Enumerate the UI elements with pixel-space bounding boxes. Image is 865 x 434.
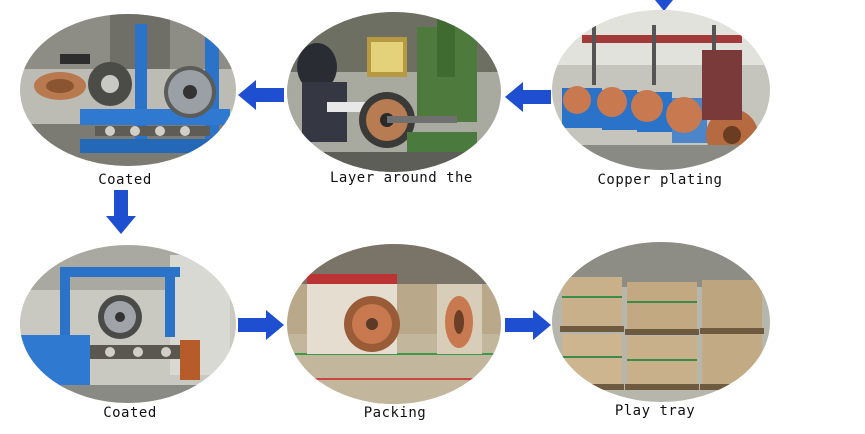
photo-packing: [287, 244, 501, 404]
arrow-right-icon: [505, 310, 551, 340]
photo-coated-top: [20, 14, 236, 166]
arrow-down-icon: [655, 0, 673, 11]
caption-layer-around: Layer around the: [330, 170, 473, 186]
caption-coated-top: Coated: [98, 172, 152, 188]
caption-packing: Packing: [363, 405, 427, 421]
caption-play-tray: Play tray: [614, 403, 696, 419]
arrow-down-icon: [106, 190, 136, 234]
photo-copper-plating: [552, 10, 770, 170]
photo-pallet-tray: [552, 242, 770, 402]
caption-coated-bottom: Coated: [103, 405, 157, 421]
arrow-left-icon: [505, 82, 551, 112]
arrow-left-icon: [238, 80, 284, 110]
arrow-right-icon: [238, 310, 284, 340]
caption-copper-plating: Copper plating: [597, 172, 723, 188]
photo-layer-winding: [287, 12, 501, 172]
photo-coated-bottom: [20, 245, 236, 403]
